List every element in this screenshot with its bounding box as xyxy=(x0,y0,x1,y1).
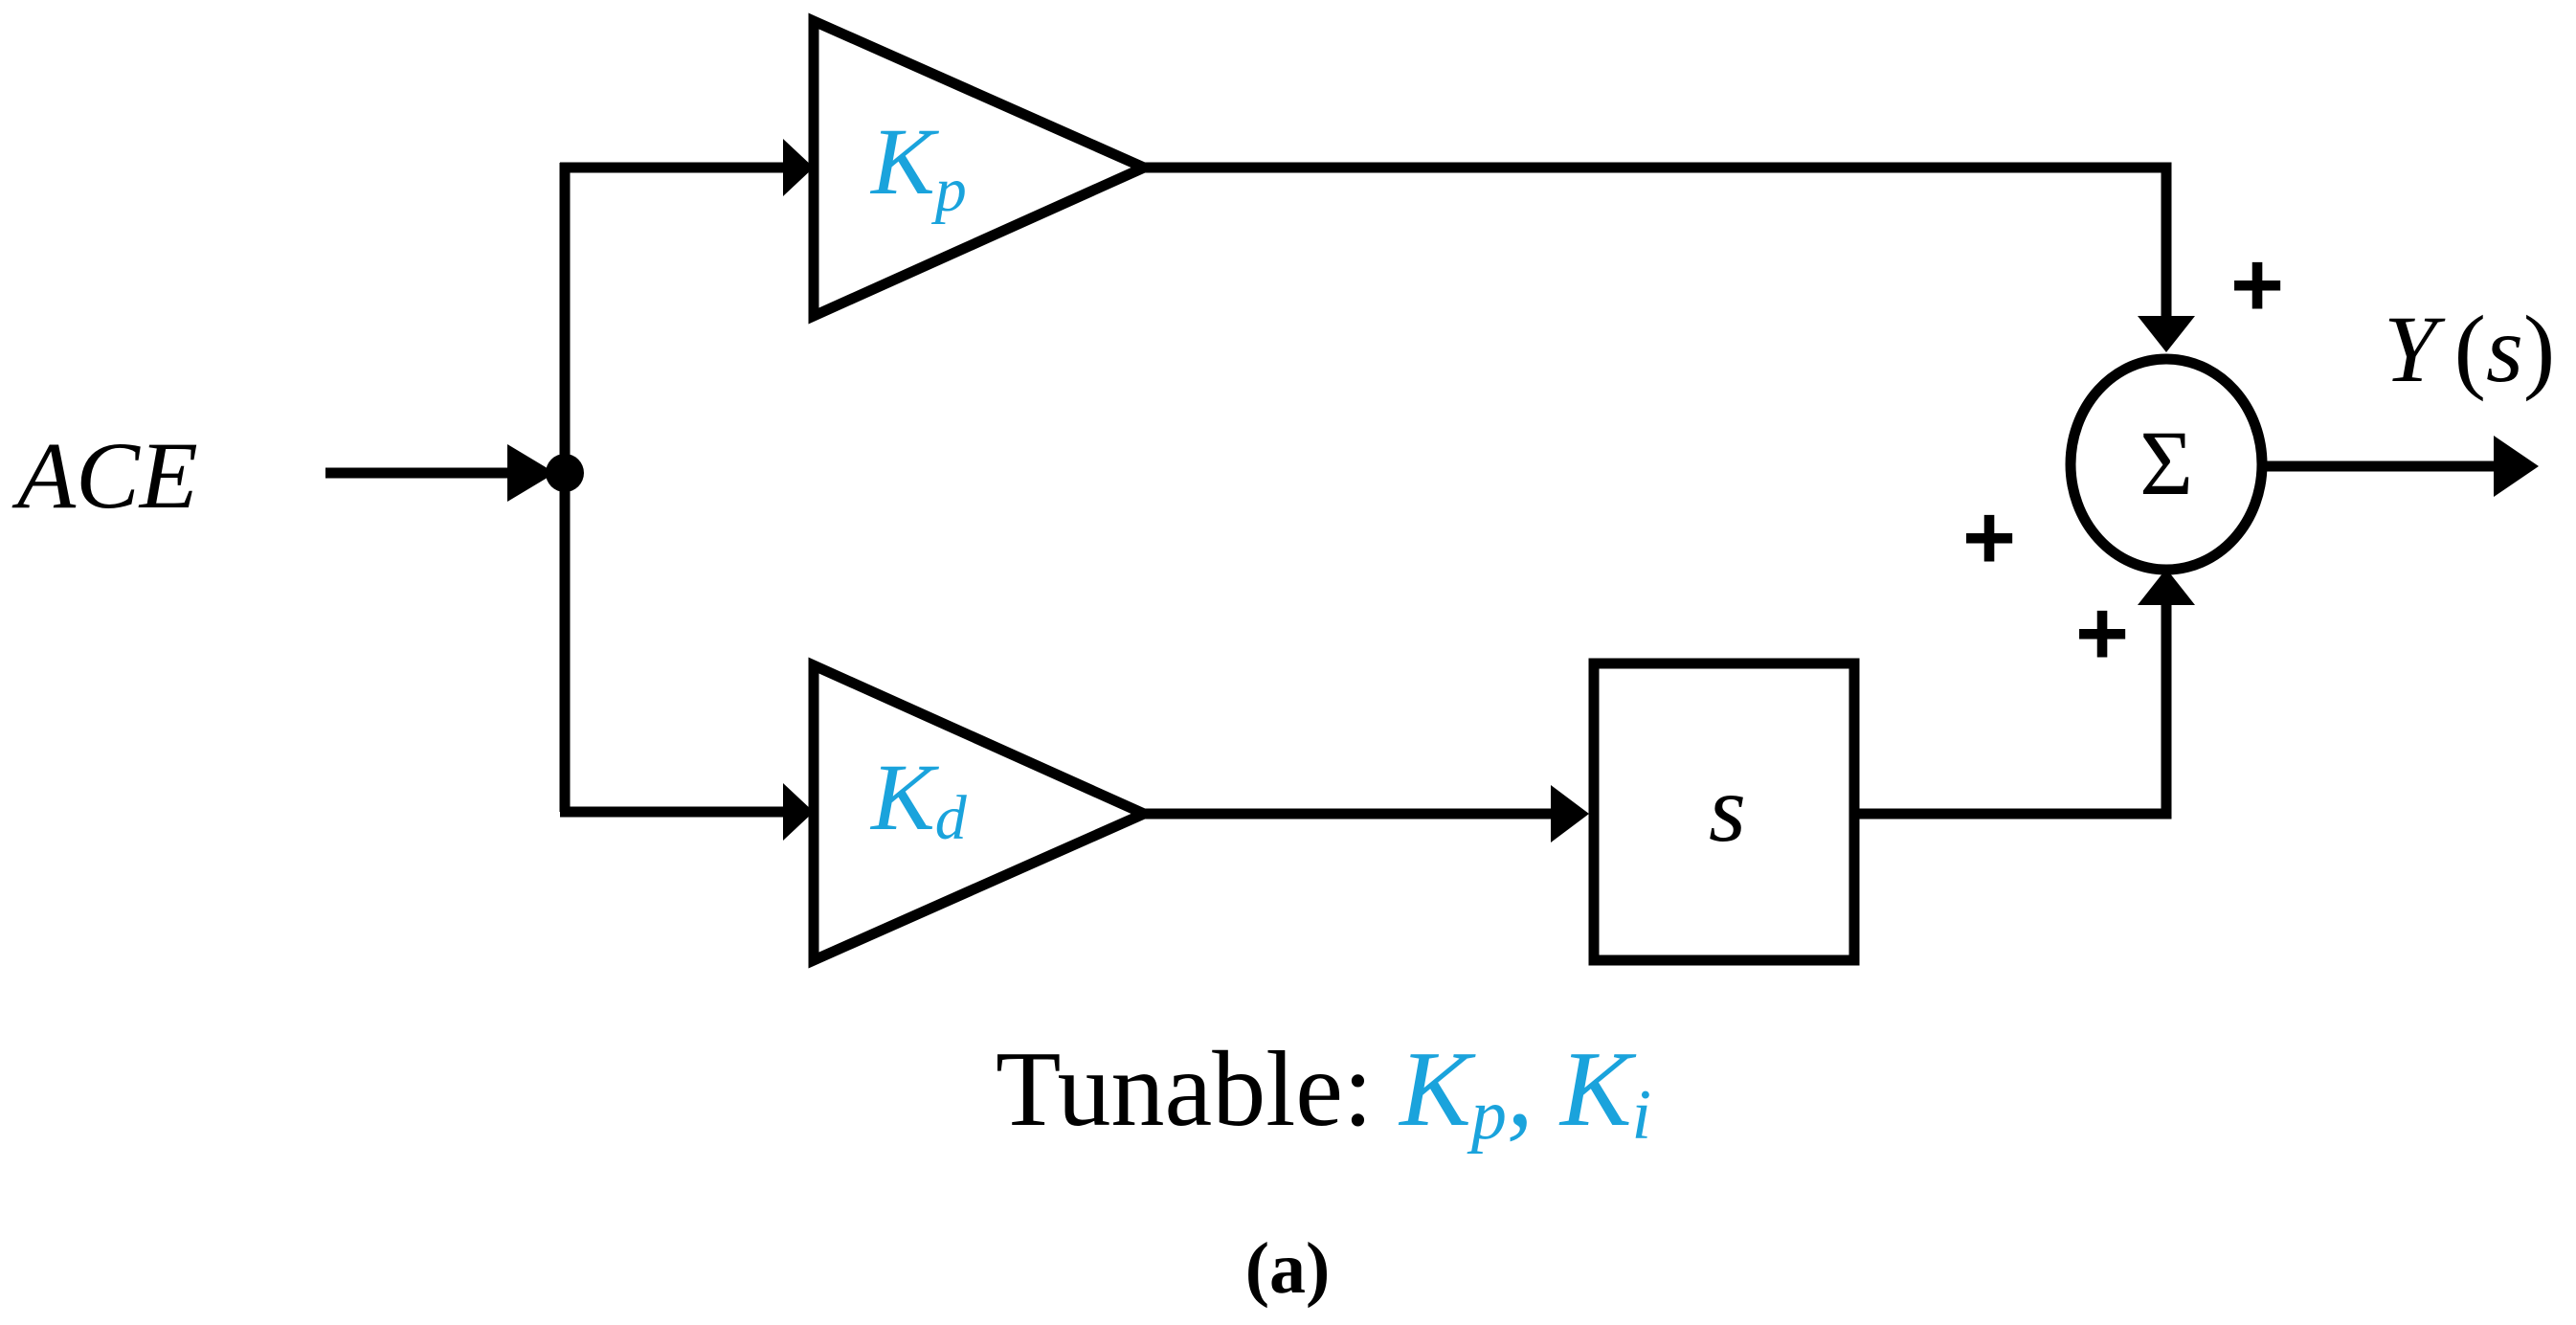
tunable-gain1-symbol: K xyxy=(1398,1030,1476,1149)
gain-kp-label: Kp xyxy=(869,108,967,225)
output-label: Y(s) xyxy=(2384,296,2555,402)
summer-sign-bottom: + xyxy=(2075,582,2129,685)
output-label-name: Y xyxy=(2384,296,2446,402)
gain-kd-symbol: K xyxy=(869,744,939,850)
s-block-arrowhead xyxy=(1551,785,1589,842)
gain-kp-symbol: K xyxy=(869,108,939,214)
summer-sign-top: + xyxy=(2230,234,2284,336)
derivative-block-label: s xyxy=(1709,755,1746,862)
figure-caption: (a) xyxy=(1245,1228,1331,1309)
summer-bottom-arrowhead xyxy=(2138,569,2195,605)
output-label-open-paren: ( xyxy=(2454,296,2486,402)
kp-output-wire xyxy=(1144,162,2172,316)
derivative-output-wire xyxy=(1854,603,2172,820)
input-label: ACE xyxy=(11,422,198,528)
summer-sign-left: + xyxy=(1962,486,2016,589)
tunable-gain1-subscript: p xyxy=(1467,1076,1507,1155)
summer-top-arrowhead xyxy=(2138,316,2195,352)
tunable-separator: , xyxy=(1507,1030,1560,1149)
summer-symbol: Σ xyxy=(2139,412,2193,514)
gain-kd-triangle xyxy=(808,657,1157,969)
tunable-prefix: Tunable: xyxy=(996,1030,1400,1149)
output-arrowhead xyxy=(2494,436,2539,497)
tunable-label: Tunable: Kp, Ki xyxy=(996,1030,1651,1155)
output-label-close-paren: ) xyxy=(2523,296,2555,402)
input-arrowhead xyxy=(507,444,555,502)
top-branch-arrowhead xyxy=(783,139,814,196)
gain-kd-label: Kd xyxy=(869,744,968,853)
gain-kp-subscript: p xyxy=(931,155,967,225)
tunable-gain2-subscript: i xyxy=(1632,1076,1652,1155)
gain-kd-subscript: d xyxy=(935,783,968,853)
gain-kp-triangle xyxy=(808,12,1157,325)
bottom-branch-arrowhead xyxy=(783,783,814,841)
tunable-gain2-symbol: K xyxy=(1558,1030,1637,1149)
output-label-arg: s xyxy=(2486,296,2523,402)
